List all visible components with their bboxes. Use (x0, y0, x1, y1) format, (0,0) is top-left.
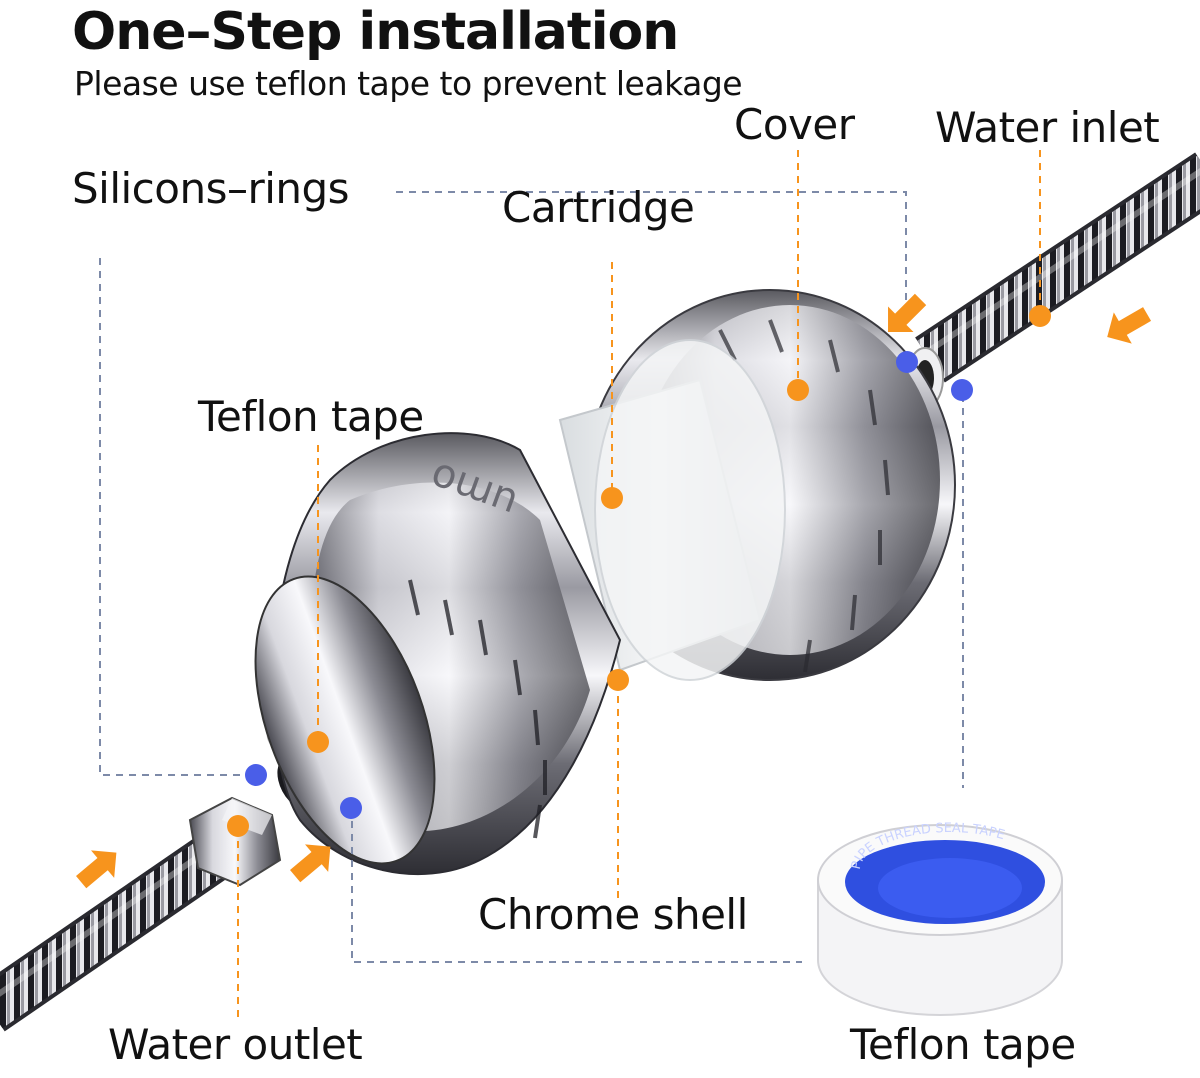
arrow-inlet-2-icon (1107, 307, 1152, 344)
orange-markers (227, 305, 1051, 837)
outlet-hose (0, 823, 245, 1032)
label-chrome-shell: Chrome shell (478, 890, 748, 939)
arrow-outlet-2-icon (290, 844, 331, 883)
inlet-hose (915, 152, 1200, 383)
leader-silicone-rings-left (99, 258, 250, 776)
leader-lines (99, 191, 964, 963)
label-silicone-rings: Silicons–rings (72, 164, 350, 213)
blue-markers (245, 351, 973, 819)
marker-cartridge (601, 487, 623, 509)
page-title: One–Step installation (72, 2, 679, 62)
label-water-outlet: Water outlet (108, 1020, 363, 1069)
label-cover: Cover (734, 100, 855, 149)
arrow-outlet-1-icon (76, 850, 117, 889)
filter-chrome-shell: umo (254, 432, 622, 876)
marker-cover (787, 379, 809, 401)
marker-ring-outlet-2 (340, 797, 362, 819)
marker-water-inlet (1029, 305, 1051, 327)
teflon-tape-roll: PIPE THREAD SEAL TAPE (817, 821, 1063, 1016)
marker-ring-outlet-1 (245, 764, 267, 786)
label-water-inlet: Water inlet (935, 103, 1160, 152)
marker-ring-inlet-2 (951, 379, 973, 401)
label-teflon-tape-bottom: Teflon tape (850, 1020, 1076, 1069)
marker-teflon-top (307, 731, 329, 753)
flow-arrows (76, 293, 1152, 889)
page-subtitle: Please use teflon tape to prevent leakag… (74, 64, 743, 103)
marker-chrome-shell (607, 669, 629, 691)
label-cartridge: Cartridge (502, 183, 695, 232)
leader-lines-orange (237, 150, 1041, 1022)
arrow-inlet-1-icon (888, 293, 927, 332)
marker-water-outlet (227, 815, 249, 837)
marker-ring-inlet-1 (896, 351, 918, 373)
label-teflon-tape-top: Teflon tape (198, 392, 424, 441)
filter-cartridge (558, 339, 786, 681)
outlet-hex-nut (188, 796, 282, 887)
leader-silicone-rings (396, 191, 907, 300)
